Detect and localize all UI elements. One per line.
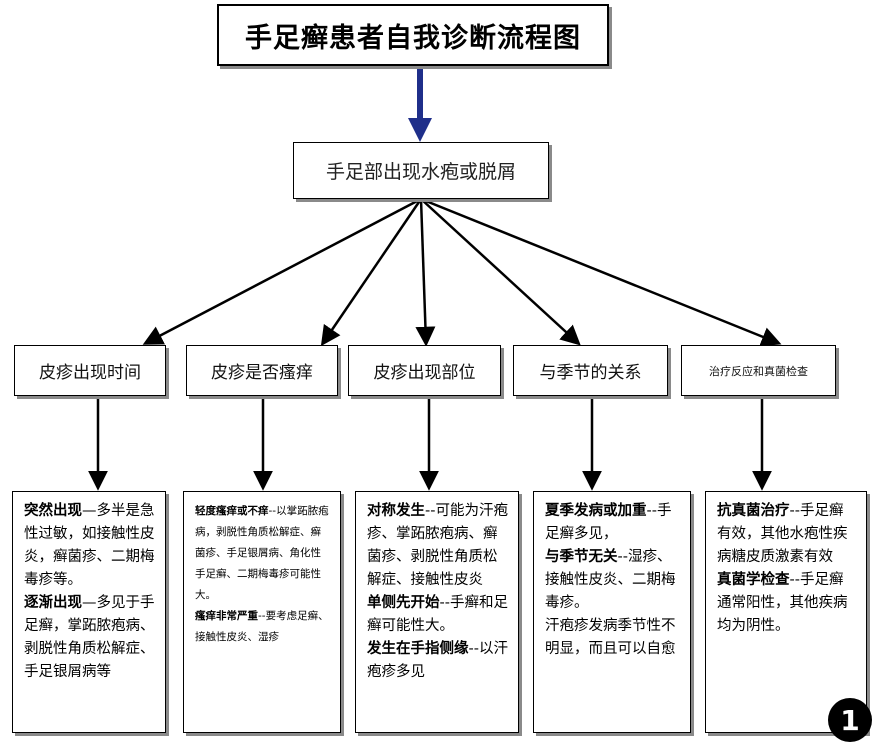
figure-number-badge: 1 xyxy=(828,698,872,742)
detail-paragraph: 与季节无关--湿疹、接触性皮炎、二期梅毒疹。 xyxy=(545,549,676,611)
category-season: 与季节的关系 xyxy=(513,345,668,396)
detail-paragraph: 突然出现—多半是急性过敏，如接触性皮炎，癣菌疹、二期梅毒疹等。 xyxy=(24,503,155,588)
detail-onset-time: 突然出现—多半是急性过敏，如接触性皮炎，癣菌疹、二期梅毒疹等。 逐渐出现—多见于… xyxy=(12,491,166,733)
main-to-cat3-arrow xyxy=(415,198,436,347)
detail-paragraph: 夏季发病或加重--手足癣多见， xyxy=(545,503,672,542)
detail-paragraph: 轻度瘙痒或不痒--以掌跖脓疱病，剥脱性角质松解症、癣菌疹、手足银屑病、角化性手足… xyxy=(195,505,329,601)
detail-itching: 轻度瘙痒或不痒--以掌跖脓疱病，剥脱性角质松解症、癣菌疹、手足银屑病、角化性手足… xyxy=(183,491,341,733)
page-title: 手足癣患者自我诊断流程图 xyxy=(217,4,609,66)
detail-paragraph: 真菌学检查--手足癣通常阳性，其他疾病均为阴性。 xyxy=(717,572,848,634)
main-to-cat4-arrow xyxy=(420,198,581,346)
category-treatment-fungal-test: 治疗反应和真菌检查 xyxy=(681,345,836,396)
detail-location: 对称发生--可能为汗疱疹、掌跖脓疱病、癣菌疹、剥脱性角质松解症、接触性皮炎 单侧… xyxy=(355,491,519,733)
detail-paragraph: 单侧先开始--手癣和足癣可能性大。 xyxy=(367,595,508,634)
detail-paragraph: 发生在手指侧缘--以汗疱疹多见 xyxy=(367,641,508,680)
main-symptom-node: 手足部出现水疱或脱屑 xyxy=(293,142,549,199)
detail-season: 夏季发病或加重--手足癣多见， 与季节无关--湿疹、接触性皮炎、二期梅毒疹。 汗… xyxy=(533,491,691,733)
category-itching: 皮疹是否瘙痒 xyxy=(186,345,338,396)
main-to-cat5-arrow xyxy=(420,197,782,347)
main-to-cat2-arrow xyxy=(320,198,423,347)
category-location: 皮疹出现部位 xyxy=(348,345,501,396)
category-onset-time: 皮疹出现时间 xyxy=(14,345,166,396)
detail-paragraph: 逐渐出现—多见于手足癣，掌跖脓疱病、剥脱性角质松解症、手足银屑病等 xyxy=(24,595,155,680)
detail-paragraph: 瘙痒非常严重--要考虑足癣、接触性皮炎、湿疹 xyxy=(195,610,329,643)
main-to-cat1-arrow xyxy=(142,197,422,345)
detail-treatment-fungal-test: 抗真菌治疗--手足癣有效，其他水疱性疾病糖皮质激素有效 真菌学检查--手足癣通常… xyxy=(705,491,867,733)
detail-paragraph: 汗疱疹发病季节性不明显，而且可以自愈 xyxy=(545,618,676,657)
detail-paragraph: 对称发生--可能为汗疱疹、掌跖脓疱病、癣菌疹、剥脱性角质松解症、接触性皮炎 xyxy=(367,503,508,588)
detail-paragraph: 抗真菌治疗--手足癣有效，其他水疱性疾病糖皮质激素有效 xyxy=(717,503,848,565)
